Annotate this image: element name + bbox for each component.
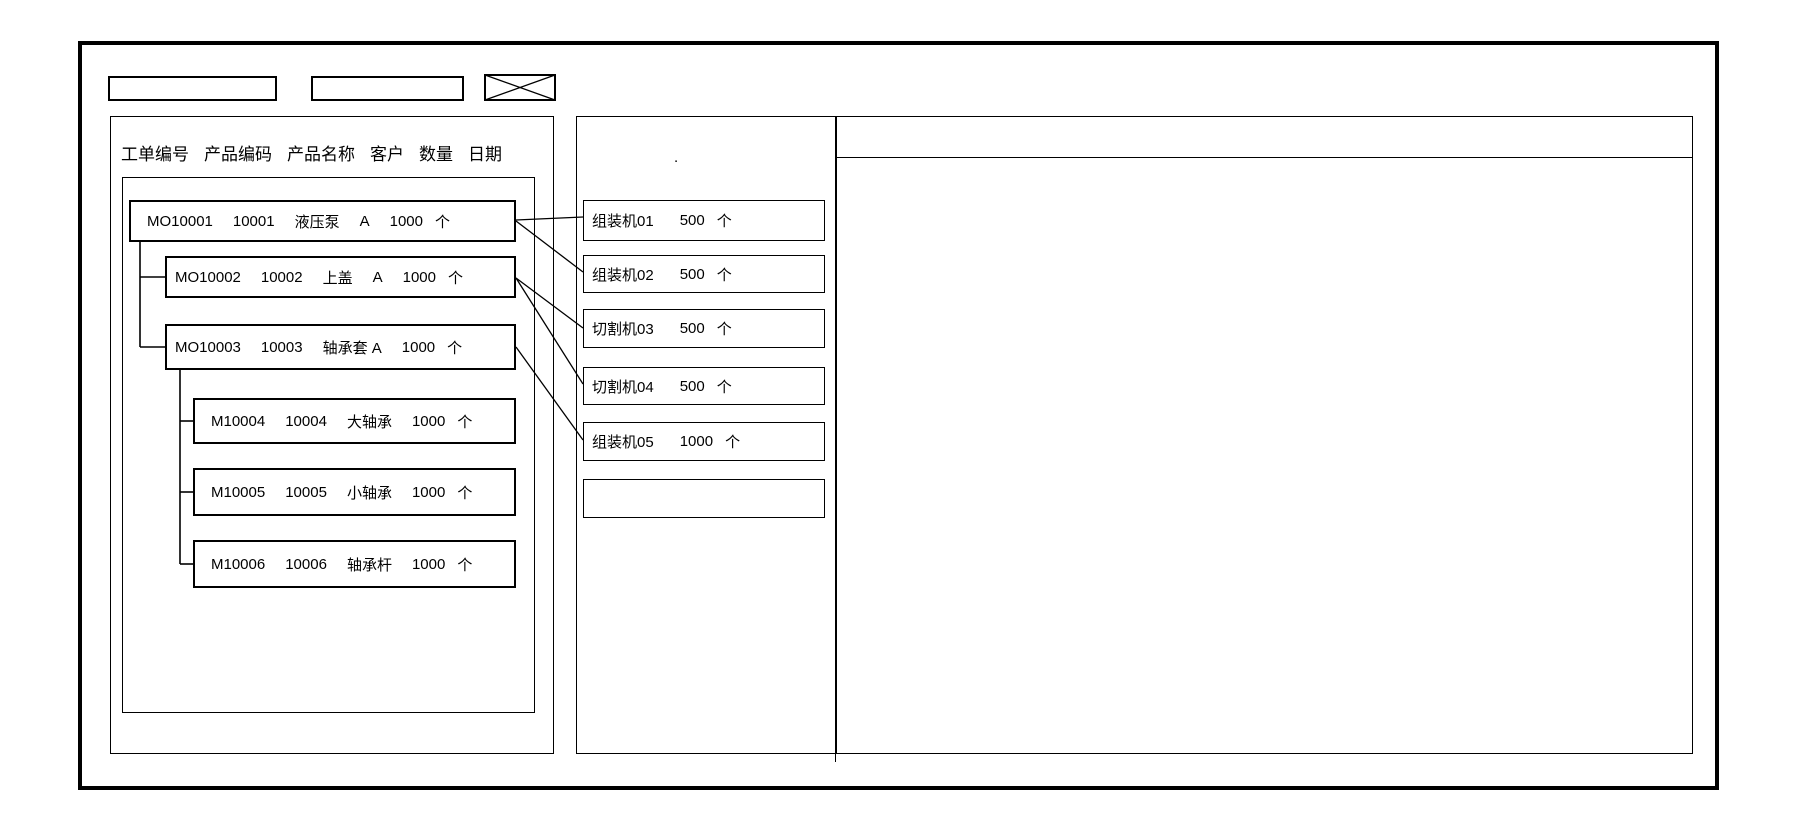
column-header-date: 日期	[468, 145, 502, 164]
column-header-customer: 客户	[370, 145, 404, 164]
product-name: 大轴承	[346, 413, 392, 431]
qty: 1000	[402, 268, 436, 286]
product-code: 10006	[285, 555, 327, 573]
product-code: 10002	[260, 268, 303, 286]
unit: 个	[725, 434, 741, 451]
product-name: 液压泵	[294, 213, 340, 231]
product-code: 10003	[260, 338, 303, 356]
qty: 1000	[401, 338, 436, 356]
qty: 1000	[389, 212, 423, 230]
order-no: MO10001	[147, 212, 213, 230]
product-name: 轴承杆	[346, 556, 392, 574]
machine-box-1[interactable]: 组装机01 500 个	[583, 200, 825, 241]
unit: 个	[457, 413, 473, 431]
work-order-box-4[interactable]: M10004 10004 大轴承 1000 个	[193, 398, 516, 444]
machine-box-5[interactable]: 组装机05 1000 个	[583, 422, 825, 461]
machine-box-4[interactable]: 切割机04 500 个	[583, 367, 825, 405]
toolbar-field-1[interactable]	[108, 76, 277, 101]
unit: 个	[716, 321, 732, 338]
column-header-product-name: 产品名称	[287, 145, 355, 164]
product-code: 10001	[232, 212, 275, 230]
machine-qty: 500	[679, 265, 705, 283]
unit: 个	[435, 213, 451, 231]
x-rectangle-icon[interactable]	[484, 74, 556, 101]
qty: 1000	[411, 555, 446, 573]
order-no: M10004	[211, 412, 266, 430]
product-code: 10004	[285, 412, 327, 430]
work-order-box-5[interactable]: M10005 10005 小轴承 1000 个	[193, 468, 516, 516]
machine-name: 切割机03	[592, 321, 654, 338]
product-name: 小轴承	[346, 484, 392, 502]
machine-qty: 500	[679, 320, 705, 337]
unit: 个	[447, 339, 463, 357]
column-header-qty: 数量	[419, 145, 453, 164]
stray-dot: .	[674, 149, 679, 166]
detail-panel	[836, 116, 1693, 754]
order-no: M10006	[211, 555, 266, 573]
machine-name: 组装机05	[592, 434, 654, 451]
column-header-product-code: 产品编码	[204, 145, 272, 164]
product-name: 轴承套 A	[322, 339, 382, 357]
machine-qty: 500	[679, 212, 705, 229]
unit: 个	[716, 378, 732, 396]
order-no: MO10003	[175, 338, 241, 356]
unit: 个	[457, 484, 473, 502]
machine-box-2[interactable]: 组装机02 500 个	[583, 255, 825, 293]
work-order-box-3[interactable]: MO10003 10003 轴承套 A 1000 个	[165, 324, 516, 370]
toolbar-field-2[interactable]	[311, 76, 464, 101]
detail-panel-header-divider	[836, 157, 1693, 158]
product-name: 上盖	[322, 269, 353, 287]
machine-qty: 500	[679, 377, 705, 395]
column-header-row: 工单编号 产品编码 产品名称 客户 数量 日期	[121, 144, 502, 166]
product-code: 10005	[285, 483, 327, 501]
machine-name: 组装机02	[592, 266, 654, 284]
work-order-box-2[interactable]: MO10002 10002 上盖 A 1000 个	[165, 256, 516, 298]
app-window-frame	[78, 41, 1719, 790]
machine-box-empty[interactable]	[583, 479, 825, 518]
machine-box-3[interactable]: 切割机03 500 个	[583, 309, 825, 348]
work-order-box-6[interactable]: M10006 10006 轴承杆 1000 个	[193, 540, 516, 588]
customer: A	[372, 268, 383, 286]
order-no: M10005	[211, 483, 266, 501]
machine-name: 组装机01	[592, 213, 654, 230]
work-order-box-1[interactable]: MO10001 10001 液压泵 A 1000 个	[129, 200, 516, 242]
unit: 个	[448, 269, 464, 287]
order-no: MO10002	[175, 268, 241, 286]
machine-qty: 1000	[679, 433, 714, 450]
qty: 1000	[411, 412, 446, 430]
machine-name: 切割机04	[592, 378, 654, 396]
column-header-order-no: 工单编号	[121, 145, 189, 164]
customer: A	[359, 212, 370, 230]
panel-divider-tail	[835, 754, 836, 762]
unit: 个	[716, 266, 732, 284]
unit: 个	[457, 556, 473, 574]
qty: 1000	[411, 483, 446, 501]
unit: 个	[716, 213, 732, 230]
